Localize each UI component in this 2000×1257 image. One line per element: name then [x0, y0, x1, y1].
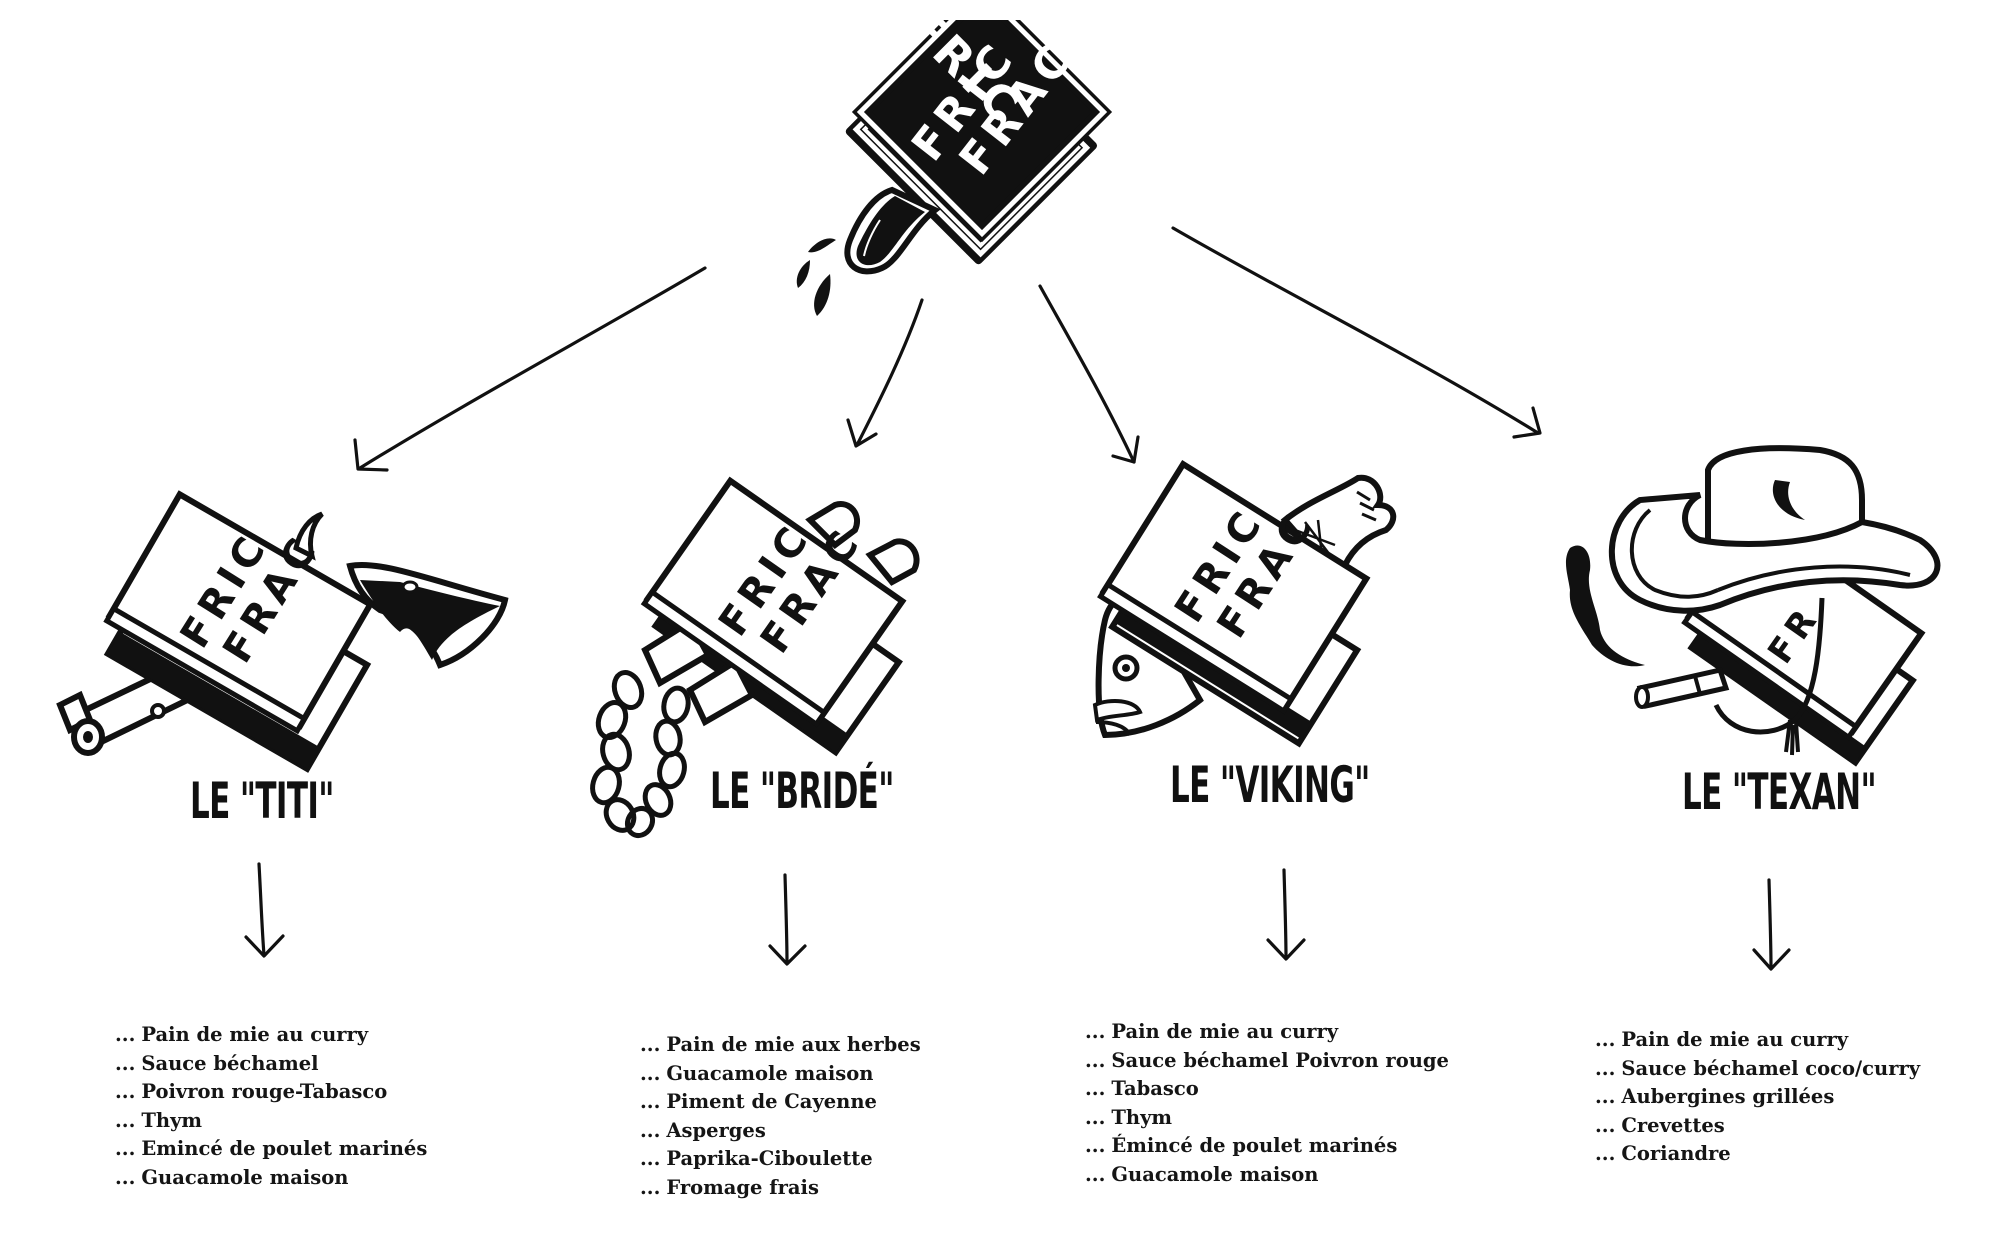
ingredient-text: Thym	[1111, 1105, 1173, 1129]
drip-drops-icon	[796, 238, 836, 316]
ingredient-item: ...Guacamole maison	[640, 1060, 921, 1089]
ingredient-item: ...Pain de mie au curry	[1595, 1026, 1920, 1055]
ingredient-text: Émincé de poulet marinés	[1111, 1134, 1398, 1158]
product-title-texan: LE "TEXAN"	[1682, 763, 1877, 821]
list-prefix: ...	[640, 1175, 661, 1199]
arrow-down-viking	[1266, 868, 1306, 961]
list-prefix: ...	[1595, 1142, 1616, 1166]
arrow-logo-to-bride	[846, 298, 924, 448]
list-prefix: ...	[640, 1147, 661, 1171]
ingredient-text: Aubergines grillées	[1621, 1085, 1835, 1109]
ingredient-item: ...Thym	[115, 1107, 427, 1136]
ingredient-item: ...Emincé de poulet marinés	[115, 1135, 427, 1164]
ingredient-text: Thym	[141, 1108, 203, 1132]
ingredient-text: Guacamole maison	[666, 1061, 874, 1085]
sandwich-tongue-logo-icon: FRIC	[796, 0, 1113, 316]
ingredient-item: ...Aubergines grillées	[1595, 1083, 1920, 1112]
ingredient-text: Piment de Cayenne	[666, 1090, 877, 1114]
list-prefix: ...	[1085, 1048, 1106, 1072]
ingredient-text: Poivron rouge-Tabasco	[141, 1080, 388, 1104]
cigarette-icon	[1634, 667, 1730, 709]
ingredient-item: ...Sauce béchamel Poivron rouge	[1085, 1047, 1449, 1076]
ingredient-item: ...Émincé de poulet marinés	[1085, 1132, 1449, 1161]
ingredient-text: Sauce béchamel Poivron rouge	[1111, 1048, 1449, 1072]
tongue-icon	[844, 186, 941, 275]
arrow-logo-to-texan	[1171, 226, 1542, 439]
ingredient-text: Emincé de poulet marinés	[141, 1137, 428, 1161]
arrow-down-texan	[1752, 878, 1791, 971]
ingredient-item: ...Tabasco	[1085, 1075, 1449, 1104]
list-prefix: ...	[1085, 1105, 1106, 1129]
list-prefix: ...	[115, 1108, 136, 1132]
list-prefix: ...	[1595, 1113, 1616, 1137]
arrow-down-bride	[768, 873, 807, 966]
ingredient-item: ...Sauce béchamel	[115, 1050, 427, 1079]
list-prefix: ...	[1085, 1134, 1106, 1158]
list-prefix: ...	[115, 1023, 136, 1046]
list-prefix: ...	[640, 1118, 661, 1142]
ingredient-text: Asperges	[666, 1118, 766, 1142]
ingredient-item: ...Sauce béchamel coco/curry	[1595, 1055, 1920, 1084]
ingredient-text: Sauce béchamel	[141, 1051, 319, 1075]
smoke-icon	[1565, 545, 1645, 667]
ingredient-text: Fromage frais	[666, 1175, 819, 1199]
ingredient-text: Pain de mie au curry	[1621, 1028, 1849, 1051]
list-prefix: ...	[1085, 1162, 1106, 1186]
ingredient-item: ...Paprika-Ciboulette	[640, 1145, 921, 1174]
ingredient-text: Pain de mie au curry	[141, 1023, 369, 1046]
ingredient-text: Paprika-Ciboulette	[666, 1147, 873, 1171]
ingredient-list-titi: ...Pain de mie au curry ...Sauce béchame…	[115, 1021, 427, 1193]
list-prefix: ...	[1595, 1028, 1616, 1051]
list-prefix: ...	[1595, 1085, 1616, 1109]
list-prefix: ...	[640, 1061, 661, 1085]
ingredient-text: Coriandre	[1621, 1142, 1731, 1166]
ingredient-item: ...Pain de mie aux herbes	[640, 1031, 921, 1060]
chain-icon	[590, 670, 691, 839]
product-title-bride: LE "BRIDÉ"	[710, 762, 894, 820]
list-prefix: ...	[1085, 1020, 1106, 1043]
cowboy-hat-icon	[1608, 445, 1941, 614]
ingredient-item: ...Fromage frais	[640, 1174, 921, 1203]
ingredient-item: ...Pain de mie au curry	[115, 1021, 427, 1050]
ingredient-item: ...Crevettes	[1595, 1112, 1920, 1141]
ingredient-item: ...Guacamole maison	[1085, 1161, 1449, 1190]
arrow-down-titi	[244, 862, 285, 958]
list-prefix: ...	[115, 1080, 136, 1104]
list-prefix: ...	[115, 1165, 136, 1189]
list-prefix: ...	[640, 1033, 661, 1056]
product-title-titi: LE "TITI"	[190, 772, 334, 830]
ingredient-item: ...Guacamole maison	[115, 1164, 427, 1193]
list-prefix: ...	[115, 1137, 136, 1161]
ingredient-text: Guacamole maison	[1111, 1162, 1319, 1186]
fric-frac-logo: FRIC	[760, 0, 1140, 320]
ingredient-text: Crevettes	[1621, 1113, 1725, 1137]
ingredient-text: Pain de mie au curry	[1111, 1020, 1339, 1043]
ingredient-item: ...Piment de Cayenne	[640, 1088, 921, 1117]
ingredient-list-viking: ...Pain de mie au curry ...Sauce béchame…	[1085, 1018, 1449, 1190]
ingredient-text: Pain de mie aux herbes	[666, 1033, 921, 1056]
list-prefix: ...	[1085, 1077, 1106, 1101]
ingredient-text: Guacamole maison	[141, 1165, 349, 1189]
ingredient-item: ...Pain de mie au curry	[1085, 1018, 1449, 1047]
list-prefix: ...	[115, 1051, 136, 1075]
list-prefix: ...	[1595, 1056, 1616, 1080]
ingredient-item: ...Thym	[1085, 1104, 1449, 1133]
ingredient-item: ...Asperges	[640, 1117, 921, 1146]
ingredient-text: Tabasco	[1111, 1077, 1199, 1101]
product-title-viking: LE "VIKING"	[1170, 756, 1370, 814]
arrow-logo-to-viking	[1038, 284, 1140, 464]
ingredient-list-bride: ...Pain de mie aux herbes ...Guacamole m…	[640, 1031, 921, 1203]
ingredient-list-texan: ...Pain de mie au curry ...Sauce béchame…	[1595, 1026, 1920, 1169]
ingredient-item: ...Poivron rouge-Tabasco	[115, 1078, 427, 1107]
arrow-logo-to-titi	[353, 266, 707, 472]
ingredient-text: Sauce béchamel coco/curry	[1621, 1056, 1921, 1080]
list-prefix: ...	[640, 1090, 661, 1114]
ingredient-item: ...Coriandre	[1595, 1140, 1920, 1169]
